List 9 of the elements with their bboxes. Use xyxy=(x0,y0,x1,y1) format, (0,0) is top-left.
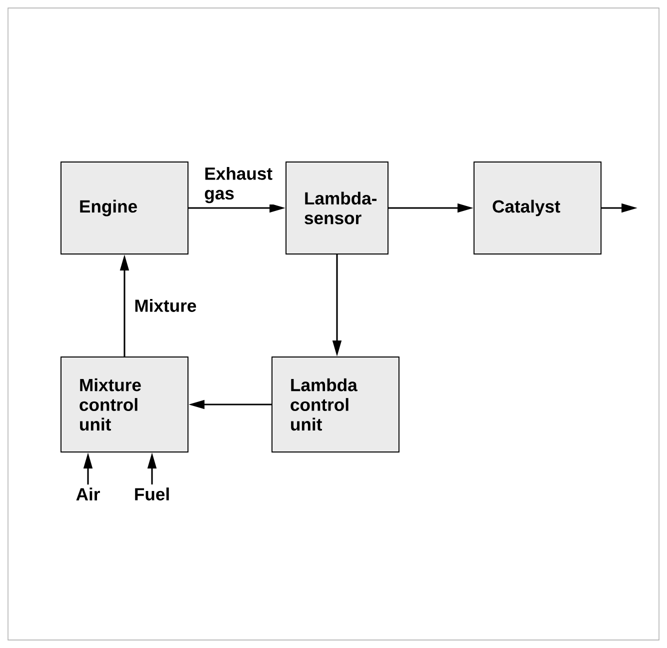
process-box: Catalyst xyxy=(474,162,602,254)
process-box: Mixture control unit xyxy=(60,356,188,452)
process-box: Lambda-sensor xyxy=(286,162,388,254)
input-label: Air xyxy=(76,488,100,500)
edge-label: Exhaust gas xyxy=(202,166,282,205)
process-box: Engine xyxy=(60,162,188,254)
process-box: Lambda control unit xyxy=(271,356,400,452)
edge-label: Mixture xyxy=(132,298,198,314)
input-label: Fuel xyxy=(135,488,169,500)
